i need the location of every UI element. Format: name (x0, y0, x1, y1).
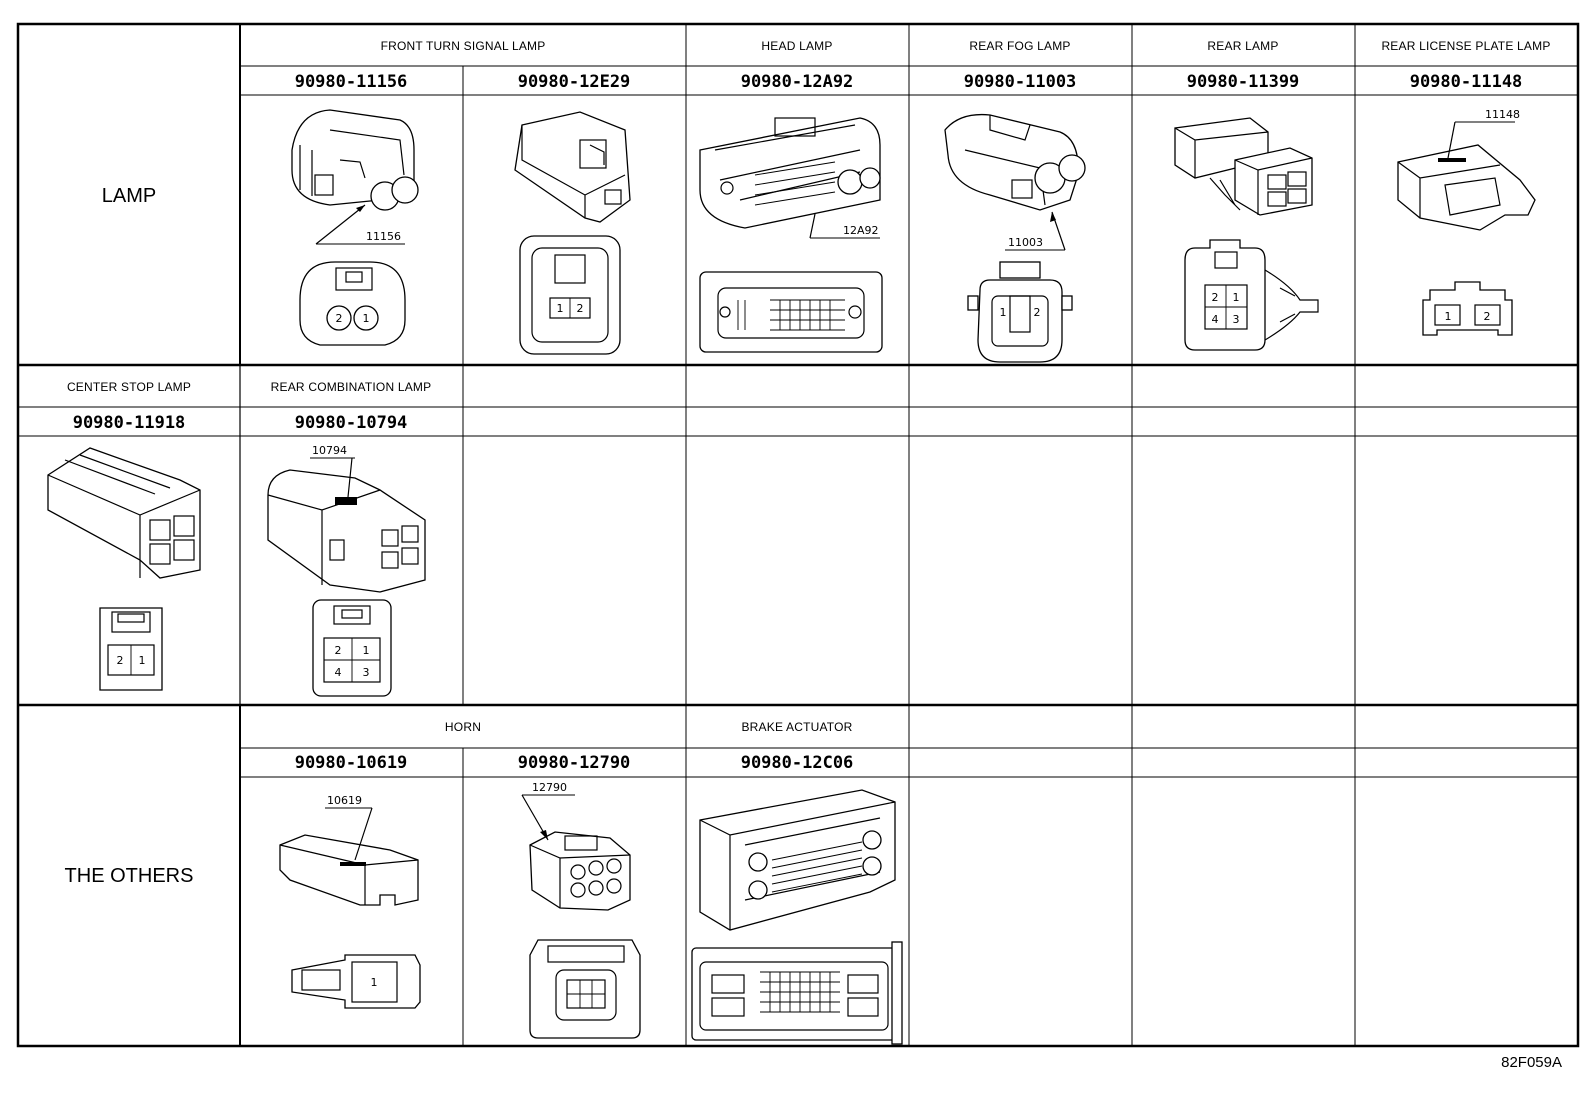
pin-label: 3 (363, 666, 370, 679)
connector-drawing-11156: 11156 2 1 (291, 109, 419, 346)
group-rear-fog-lamp: REAR FOG LAMP (969, 39, 1070, 53)
group-head-lamp: HEAD LAMP (761, 39, 832, 53)
pin-label: 1 (1233, 291, 1240, 304)
part-number: 90980-12790 (518, 753, 631, 773)
connector-drawing-11003: 11003 1 2 (944, 113, 1086, 363)
connector-drawing-11399: 2 1 4 3 (1174, 117, 1319, 351)
callout-label: 10794 (312, 444, 347, 457)
group-brake-actuator: BRAKE ACTUATOR (741, 720, 852, 734)
pin-label: 1 (557, 302, 564, 315)
group-rear-license-plate-lamp: REAR LICENSE PLATE LAMP (1381, 39, 1550, 53)
group-rear-combination-lamp: REAR COMBINATION LAMP (271, 380, 432, 394)
section-label-lamp: LAMP (102, 185, 156, 207)
pin-label: 1 (1445, 310, 1452, 323)
part-number: 90980-11148 (1410, 72, 1523, 92)
part-number: 90980-11399 (1187, 72, 1300, 92)
pin-label: 2 (577, 302, 584, 315)
pin-label: 1 (363, 312, 370, 325)
pin-label: 2 (117, 654, 124, 667)
connector-drawing-12790: 12790 (521, 781, 641, 1039)
pin-label: 4 (1212, 313, 1219, 326)
pin-label: 2 (1484, 310, 1491, 323)
pin-label: 1 (371, 976, 378, 989)
pin-label: 3 (1233, 313, 1240, 326)
part-number: 90980-12A92 (741, 72, 854, 92)
figure-reference: 82F059A (1501, 1054, 1562, 1071)
group-horn: HORN (445, 720, 481, 734)
connector-drawing-11918: 2 1 (47, 447, 201, 691)
callout-label: 11003 (1008, 236, 1043, 249)
pin-label: 2 (1212, 291, 1219, 304)
part-number: 90980-12C06 (741, 753, 854, 773)
group-rear-lamp: REAR LAMP (1207, 39, 1278, 53)
connector-drawing-12A92: 12A92 (699, 117, 883, 353)
group-front-turn-signal-lamp: FRONT TURN SIGNAL LAMP (381, 39, 546, 53)
connector-drawing-12E29: 1 2 (514, 111, 631, 355)
pin-label: 1 (1000, 306, 1007, 319)
section-label-others: THE OTHERS (65, 865, 194, 887)
pin-label: 2 (336, 312, 343, 325)
table-grid (16, 22, 1580, 1048)
part-number: 90980-10619 (295, 753, 408, 773)
pin-label: 1 (363, 644, 370, 657)
callout-label: 11156 (366, 230, 401, 243)
pin-label: 1 (139, 654, 146, 667)
part-number: 90980-11156 (295, 72, 408, 92)
callout-label: 10619 (327, 794, 362, 807)
group-center-stop-lamp: CENTER STOP LAMP (67, 380, 191, 394)
pin-label: 2 (1034, 306, 1041, 319)
callout-label: 11148 (1485, 108, 1520, 121)
part-number: 90980-12E29 (518, 72, 631, 92)
part-number: 90980-11918 (73, 413, 186, 433)
callout-label: 12790 (532, 781, 567, 794)
part-number: 90980-10794 (295, 413, 408, 433)
connector-drawing-11148: 11148 1 2 (1397, 108, 1536, 336)
pin-label: 4 (335, 666, 342, 679)
part-number: 90980-11003 (964, 72, 1077, 92)
callout-label: 12A92 (843, 224, 879, 237)
connector-drawing-10619: 10619 1 (279, 794, 421, 1009)
connector-drawing-12C06 (691, 789, 903, 1045)
connector-drawing-10794: 10794 2 1 4 3 (267, 444, 426, 697)
pin-label: 2 (335, 644, 342, 657)
